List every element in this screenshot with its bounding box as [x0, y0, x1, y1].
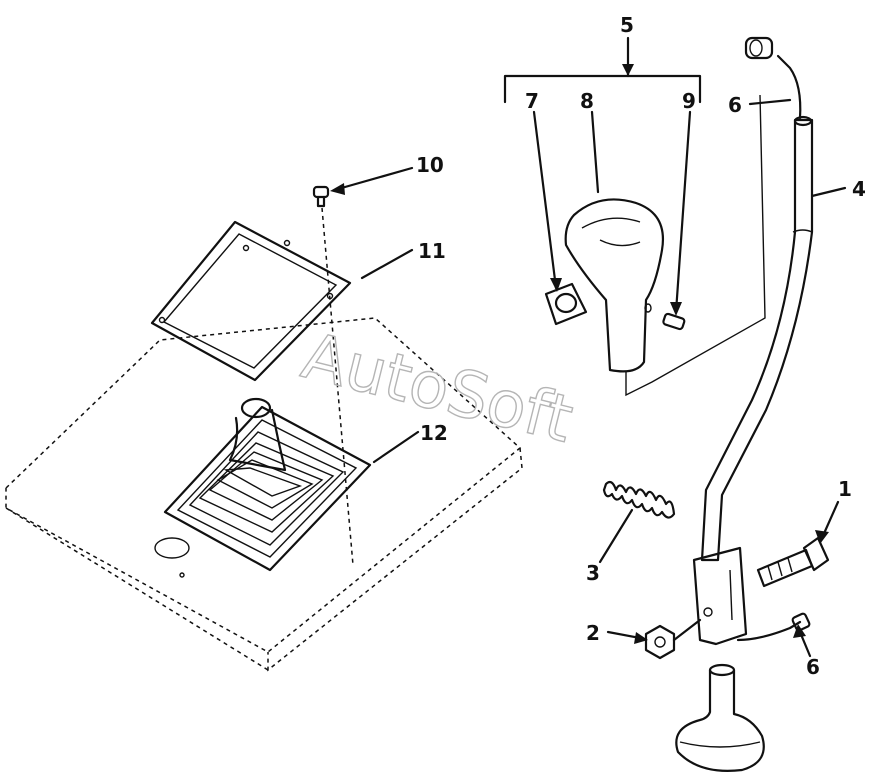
- callout-10: 10: [416, 153, 444, 177]
- floor-panel: [5, 317, 523, 672]
- callout-9: 9: [682, 89, 696, 113]
- callout-6-top: 6: [728, 93, 742, 117]
- callout-6-bottom: 6: [806, 655, 820, 679]
- spring: [602, 480, 676, 519]
- shifter-base: [675, 663, 765, 772]
- callout-7: 7: [525, 89, 539, 113]
- knob-insert: [544, 282, 588, 326]
- nut: [644, 624, 676, 660]
- leader-lines: [330, 98, 847, 658]
- gasket-plate: [150, 220, 352, 382]
- callout-8: 8: [580, 89, 594, 113]
- set-screw: [662, 312, 686, 331]
- callout-12: 12: [420, 421, 448, 445]
- bolt: [756, 536, 830, 588]
- screw-part: [312, 185, 354, 566]
- callout-2: 2: [586, 621, 600, 645]
- group-bracket: [503, 36, 702, 104]
- callout-3: 3: [586, 561, 600, 585]
- callout-11: 11: [418, 239, 446, 263]
- shift-lever: [700, 36, 814, 562]
- shift-knob: [564, 94, 766, 397]
- callout-5: 5: [620, 13, 634, 37]
- shift-boot: [163, 397, 372, 572]
- callout-1: 1: [838, 477, 852, 501]
- lever-base: [692, 546, 811, 646]
- callout-4: 4: [852, 177, 866, 201]
